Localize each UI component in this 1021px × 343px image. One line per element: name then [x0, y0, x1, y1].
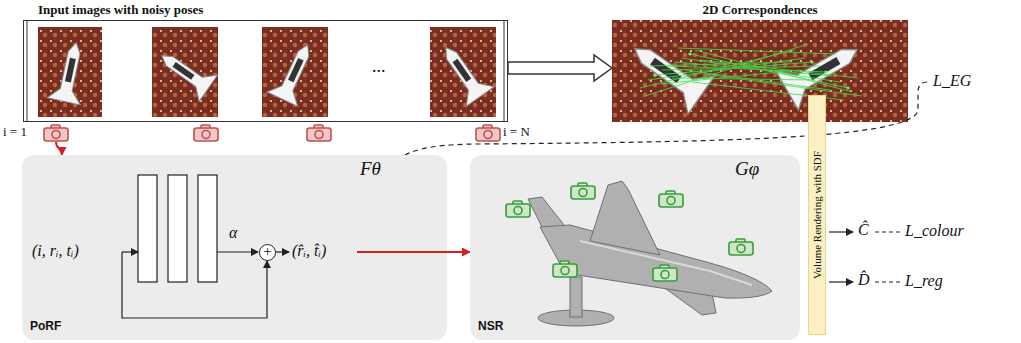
photo [38, 27, 102, 117]
shuttle-photo [267, 38, 323, 107]
pose-arrow [56, 142, 62, 155]
output-arrow [829, 281, 853, 282]
render-output: D̂ [858, 271, 870, 289]
loss-leader [875, 281, 900, 282]
nsr-panel-art [470, 155, 800, 340]
camera-icon [729, 239, 753, 255]
loss-label: L_EG [933, 72, 971, 90]
camera-icon [571, 183, 595, 199]
panel-ground [22, 155, 447, 340]
wire [276, 251, 289, 252]
camera-icon [44, 125, 68, 141]
mlp-layer [168, 175, 187, 282]
loss-leader [875, 231, 900, 232]
wire [217, 251, 258, 252]
camera-icon [653, 265, 677, 281]
shuttle-photo [432, 38, 494, 107]
render-output: Ĉ [858, 221, 869, 239]
module-panel: FθPoRF + [22, 155, 447, 340]
film-edge [504, 20, 505, 122]
flow-arrow [508, 55, 612, 81]
image-strip: Input images with noisy poses [23, 2, 508, 142]
photo [430, 27, 496, 117]
film-edge [27, 20, 28, 122]
pose-wire [357, 251, 447, 253]
skip-wire [122, 252, 267, 318]
camera-icon [194, 125, 218, 141]
camera-icon [307, 125, 331, 141]
camera-icon [506, 201, 530, 217]
shuttle-photo [47, 39, 93, 105]
sum-circle: + [259, 244, 276, 261]
mlp-layer [138, 175, 157, 282]
panel-heading: 2D Correspondences [612, 2, 908, 18]
scale-symbol: α [229, 224, 237, 242]
correspondence-image [612, 20, 908, 122]
wire [122, 251, 138, 252]
pose-arrow [447, 251, 470, 253]
index-label: i = N [503, 124, 530, 140]
module-panel: GφNSR [470, 155, 800, 340]
camera-icon [659, 191, 683, 207]
camera-icon [553, 261, 577, 277]
shuttle-photo [152, 42, 217, 101]
mlp-layer [198, 175, 217, 282]
index-label: i = 1 [3, 124, 27, 140]
panel-ground [470, 155, 800, 340]
module-name: PoRF [30, 319, 61, 333]
loss-leader [405, 82, 928, 155]
loss-label: L_reg [905, 272, 943, 290]
match-lines [640, 44, 862, 100]
module-name: NSR [478, 319, 503, 333]
porf-panel-art [22, 155, 447, 340]
panel-heading: Input images with noisy poses [38, 2, 203, 18]
camera-icon [476, 125, 500, 141]
shuttle-mesh [528, 181, 772, 326]
photo [262, 27, 328, 117]
strip-frame [23, 20, 508, 122]
input-tuple: (i, rᵢ, tᵢ) [32, 242, 79, 260]
band-label: Volume Rendering with SDF [811, 151, 823, 279]
operator-symbol: + [260, 244, 275, 259]
loss-label: L_colour [905, 222, 964, 240]
output-tuple: (r̂ᵢ, t̂ᵢ) [292, 242, 326, 260]
correspondence-panel: 2D Correspondences [612, 2, 908, 122]
output-arrow [829, 231, 853, 232]
ellipsis: ... [372, 56, 386, 77]
rendering-band: Volume Rendering with SDF [808, 95, 826, 335]
match-dots [653, 52, 849, 89]
network-symbol: Gφ [735, 158, 759, 180]
photo [152, 27, 218, 117]
network-symbol: Fθ [360, 158, 381, 180]
